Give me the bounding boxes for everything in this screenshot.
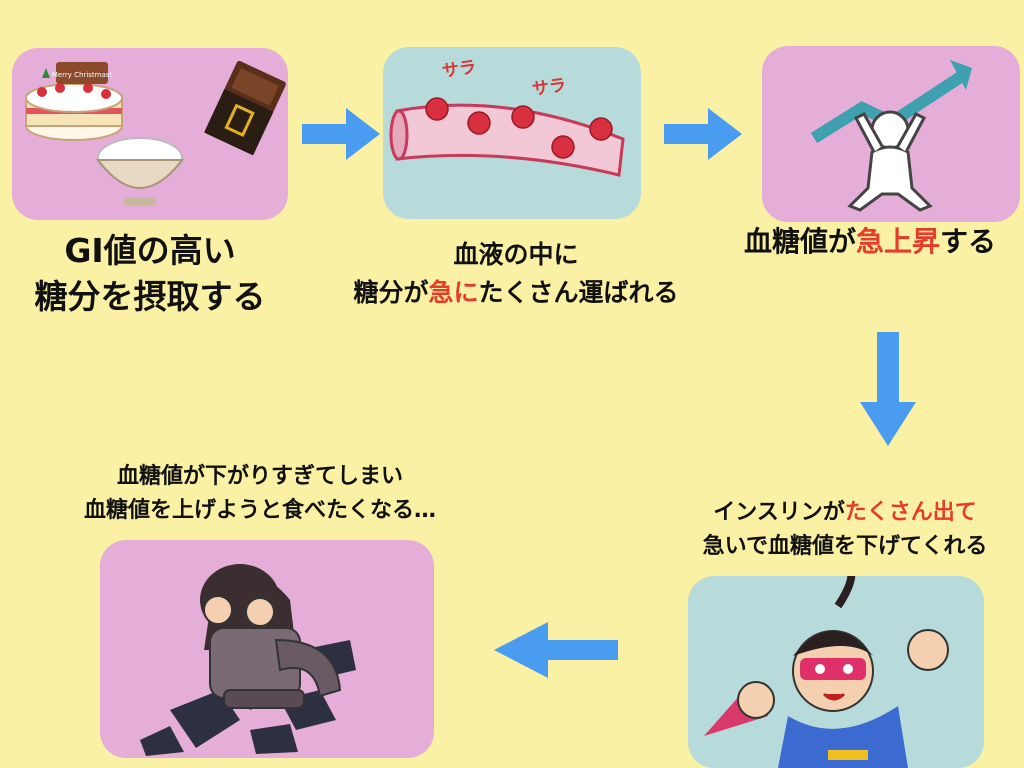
caption-step3-text: する xyxy=(940,225,997,258)
caption-step1-line2: 糖分を摂取する xyxy=(34,277,266,316)
superhero-illustration xyxy=(704,576,949,768)
caption-step1-line1: GI値の高い xyxy=(64,231,236,270)
caption-step2-line2: 糖分が急にたくさん運ばれる xyxy=(326,274,706,312)
caption-step2: 血液の中に 糖分が急にたくさん運ばれる xyxy=(326,236,706,312)
arrow-right-icon xyxy=(302,108,380,160)
arrow-down-icon xyxy=(860,332,916,446)
caption-step3-text: 血糖値が xyxy=(743,225,856,258)
mask-icon xyxy=(800,658,866,680)
caption-step5-line1: 血糖値が下がりすぎてしまい xyxy=(116,464,403,489)
cake-icon: Merry Christmas! xyxy=(25,62,123,141)
caption-step5: 血糖値が下がりすぎてしまい 血糖値を上げようと食べたくなる… xyxy=(40,460,480,528)
sara-text-1: サラ xyxy=(441,57,477,82)
caption-step4-text: インスリンが xyxy=(713,500,845,525)
person-cheering-icon xyxy=(847,110,933,212)
panel-insulin-hero xyxy=(688,576,984,768)
rising-graph-illustration xyxy=(810,60,972,212)
panel-blood-sugar-rise xyxy=(762,46,1020,222)
distressed-person-illustration xyxy=(140,564,356,756)
arrow-right-icon xyxy=(664,108,742,160)
caption-step2-emphasis: 急に xyxy=(428,278,479,307)
chocolate-icon xyxy=(204,60,286,156)
caption-step2-line1: 血液の中に xyxy=(453,240,579,269)
caption-step3: 血糖値が急上昇する xyxy=(716,222,1024,262)
caption-step3-line: 血糖値が急上昇する xyxy=(716,222,1024,262)
caption-step4: インスリンがたくさん出て 急いで血糖値を下げてくれる xyxy=(666,496,1024,564)
blood-cells-icon xyxy=(425,97,613,159)
caption-step4-emphasis: たくさん出て xyxy=(844,500,977,525)
caption-step3-emphasis: 急上昇 xyxy=(855,225,940,258)
panel-low-blood-sugar xyxy=(100,540,434,758)
rice-bowl-icon xyxy=(95,137,185,206)
caption-step2-text: たくさん運ばれる xyxy=(478,278,679,307)
panel-blood-vessel: サラ サラ xyxy=(383,47,641,219)
caption-step4-line1: インスリンがたくさん出て xyxy=(666,496,1024,530)
panel-food: Merry Christmas! xyxy=(12,48,288,220)
arrow-left-icon xyxy=(494,622,618,678)
caption-step4-line2: 急いで血糖値を下げてくれる xyxy=(702,534,988,559)
sara-text-2: サラ xyxy=(531,75,567,100)
caption-step2-text: 糖分が xyxy=(353,278,429,307)
caption-step5-line2: 血糖値を上げようと食べたくなる… xyxy=(83,498,436,523)
caption-step1: GI値の高い 糖分を摂取する xyxy=(20,228,280,320)
person-sitting-icon xyxy=(200,564,342,709)
blood-vessel-illustration: サラ サラ xyxy=(389,57,625,177)
food-illustration: Merry Christmas! xyxy=(25,60,286,206)
cake-text: Merry Christmas! xyxy=(52,71,112,79)
